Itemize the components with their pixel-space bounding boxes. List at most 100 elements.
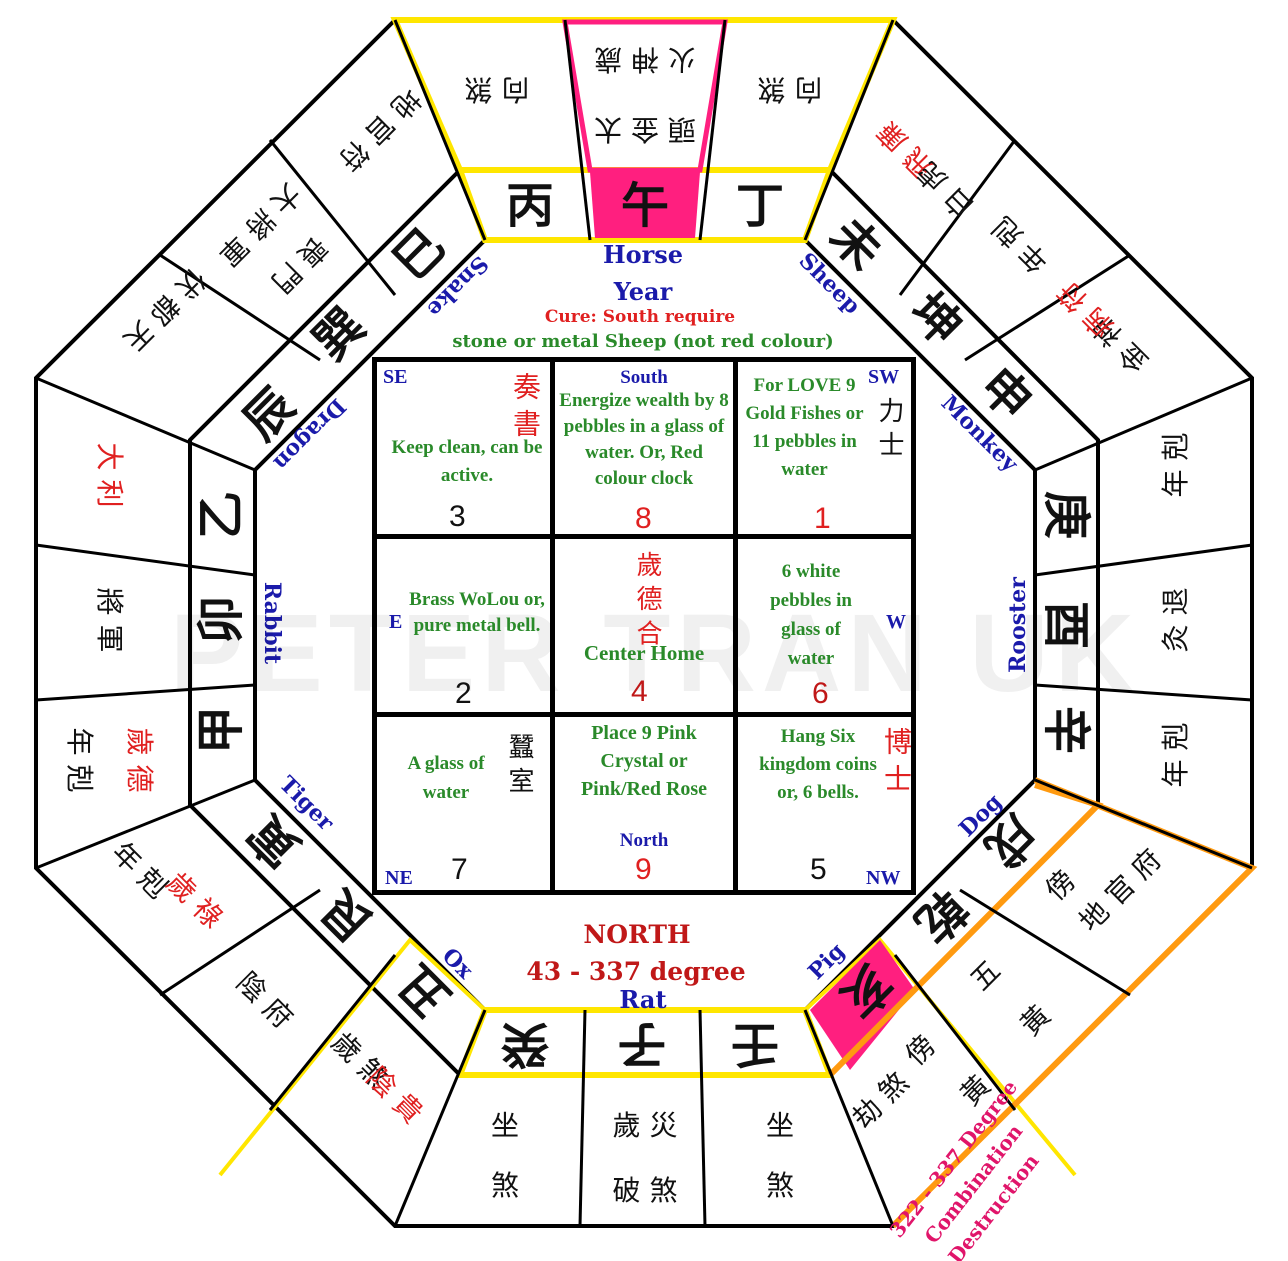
outer-ne-d: 年 剋 <box>105 836 174 905</box>
cell-sw-dir: SW <box>868 366 900 388</box>
divider <box>1034 778 1253 870</box>
divider <box>159 253 321 362</box>
divider <box>35 778 256 870</box>
divider <box>393 19 487 241</box>
outer-ne-c: 陰 府 <box>230 966 299 1035</box>
outer-e-b: 歲 德 <box>123 728 156 793</box>
cell-nw: Hang Six kingdom coins or, 6 bells. 博 士 … <box>738 717 913 890</box>
outer-s2a: 頭 金 太 <box>594 113 696 146</box>
divider <box>159 888 321 997</box>
outer-sw-c: 年 剋 <box>986 210 1055 279</box>
cell-se: SE 奏 書 Keep clean, can be active. 3 <box>377 362 555 539</box>
outer-e-a: 年 剋 <box>63 728 96 793</box>
cell-s-dir: South <box>620 367 668 388</box>
wu-cell <box>590 172 700 238</box>
mountain-zi: 子 <box>618 1016 666 1072</box>
cell-e-dir: E <box>389 611 403 633</box>
divider <box>959 888 1131 997</box>
mountain-mao: 卯 <box>193 596 249 644</box>
north-outer-edges <box>218 937 487 1177</box>
cure-line1: Cure: South require <box>545 307 735 327</box>
divider <box>964 253 1131 362</box>
cell-w-dir: W <box>886 611 906 633</box>
cell-s-text: Energize wealth by 8 pebbles in a glass … <box>559 390 729 489</box>
cell-center: 歲 德 合 Center Home 4 <box>555 539 738 717</box>
outer-n-a: 坐 <box>491 1109 519 1142</box>
divider <box>393 1009 487 1227</box>
divider <box>698 1009 707 1227</box>
cell-n-dir: North <box>619 830 669 851</box>
year-label: Year <box>613 277 673 306</box>
cell-nw-text: Hang Six kingdom coins or, 6 bells. <box>759 726 877 803</box>
cell-nw-dir: NW <box>866 867 901 889</box>
outer-n-c: 坐 <box>766 1109 794 1142</box>
outer-nw-d: 黃 <box>1014 999 1057 1042</box>
cell-n: Place 9 Pink Crystal or Pink/Red Rose No… <box>555 717 738 890</box>
cure-line2: stone or metal Sheep (not red colour) <box>452 331 833 352</box>
outer-se-a: 伏 都 天 <box>117 262 212 357</box>
center-texts: Year Cure: South require stone or metal … <box>452 277 833 1014</box>
divider <box>698 19 727 241</box>
watermark: PETER TRAN UK <box>170 592 1141 715</box>
cell-w-text: 6 white pebbles in glass of water <box>770 561 852 669</box>
mountain-you: 酉 <box>1038 601 1094 649</box>
outer-nw-e: 劫 煞 <box>846 1066 915 1135</box>
outer-nw-f: 傍 <box>899 1029 942 1072</box>
cell-sw-text: For LOVE 9 Gold Fishes or 11 pebbles in … <box>745 375 864 480</box>
outer-w-a: 年 剋 <box>1159 433 1192 498</box>
cell-e-text: Brass WoLou or, pure metal bell. <box>409 589 545 636</box>
radial-dividers <box>35 19 1253 1227</box>
cell-w-star: 6 <box>812 677 829 710</box>
outer-nw-c: 五 <box>964 954 1007 997</box>
divider <box>578 1009 587 1227</box>
outer-s3: 向 煞 <box>758 73 823 106</box>
divider <box>35 376 256 472</box>
mountain-ren: 壬 <box>731 1016 779 1072</box>
animal-rabbit: Rabbit <box>259 582 285 665</box>
outer-n-b2: 破 煞 <box>613 1174 678 1207</box>
outer-se-c: 地 官 符 <box>332 82 427 177</box>
north-label: NORTH <box>583 920 690 949</box>
outer-nw-a: 地 官 府 <box>1073 843 1168 938</box>
cell-sw-cjk: 力 士 <box>874 397 904 458</box>
outer-w-b: 灸 退 <box>1159 588 1192 653</box>
cell-w: 6 white pebbles in glass of water W 6 <box>738 539 911 717</box>
mountain-xin: 辛 <box>1038 706 1094 754</box>
divider <box>803 1009 895 1227</box>
cell-center-star: 4 <box>631 675 648 708</box>
cell-se-text: Keep clean, can be active. <box>391 437 543 486</box>
cell-s-star: 8 <box>635 502 652 535</box>
south-pink-band <box>562 19 728 173</box>
divider <box>35 543 256 577</box>
mountain-geng: 庚 <box>1038 491 1094 539</box>
mountain-gui: 癸 <box>501 1016 549 1072</box>
animal-rooster: Rooster <box>1005 577 1031 673</box>
cell-ne-star: 7 <box>451 853 468 886</box>
outer-ne-e: 歲 祿 <box>160 866 229 935</box>
mountain-yi: 乙 <box>193 491 249 539</box>
mountain-wu: 午 <box>621 178 669 234</box>
outer-s1: 向 煞 <box>465 73 530 106</box>
cell-center-cjk: 歲 德 合 <box>632 551 662 646</box>
divider <box>1034 376 1253 472</box>
mountain-ding: 丁 <box>736 178 784 234</box>
divider <box>893 954 1017 1111</box>
lo-shu-grid: SE 奏 書 Keep clean, can be active. 3 Sout… <box>372 357 916 895</box>
outer-n-e: 煞 <box>766 1169 794 1202</box>
cell-se-star: 3 <box>449 500 466 533</box>
cell-n-text: Place 9 Pink Crystal or Pink/Red Rose <box>580 722 708 800</box>
cell-nw-star: 5 <box>810 853 827 886</box>
outer-w-c: 年 剋 <box>1159 723 1192 788</box>
cell-nw-cjk: 博 士 <box>880 727 913 792</box>
cell-ne-cjk: 蠶 室 <box>504 733 534 794</box>
degree-label: 43 - 337 degree <box>526 957 745 986</box>
outer-e-d: 大 利 <box>93 443 126 508</box>
outer-s2b: 火 神 歲 <box>594 43 696 76</box>
divider <box>563 19 592 241</box>
divider <box>803 19 895 241</box>
animal-horse: Horse <box>603 240 683 269</box>
cell-center-text: Center Home <box>583 641 705 665</box>
cell-ne: A glass of water 蠶 室 NE 7 <box>377 717 555 890</box>
hai-cell <box>810 940 915 1070</box>
